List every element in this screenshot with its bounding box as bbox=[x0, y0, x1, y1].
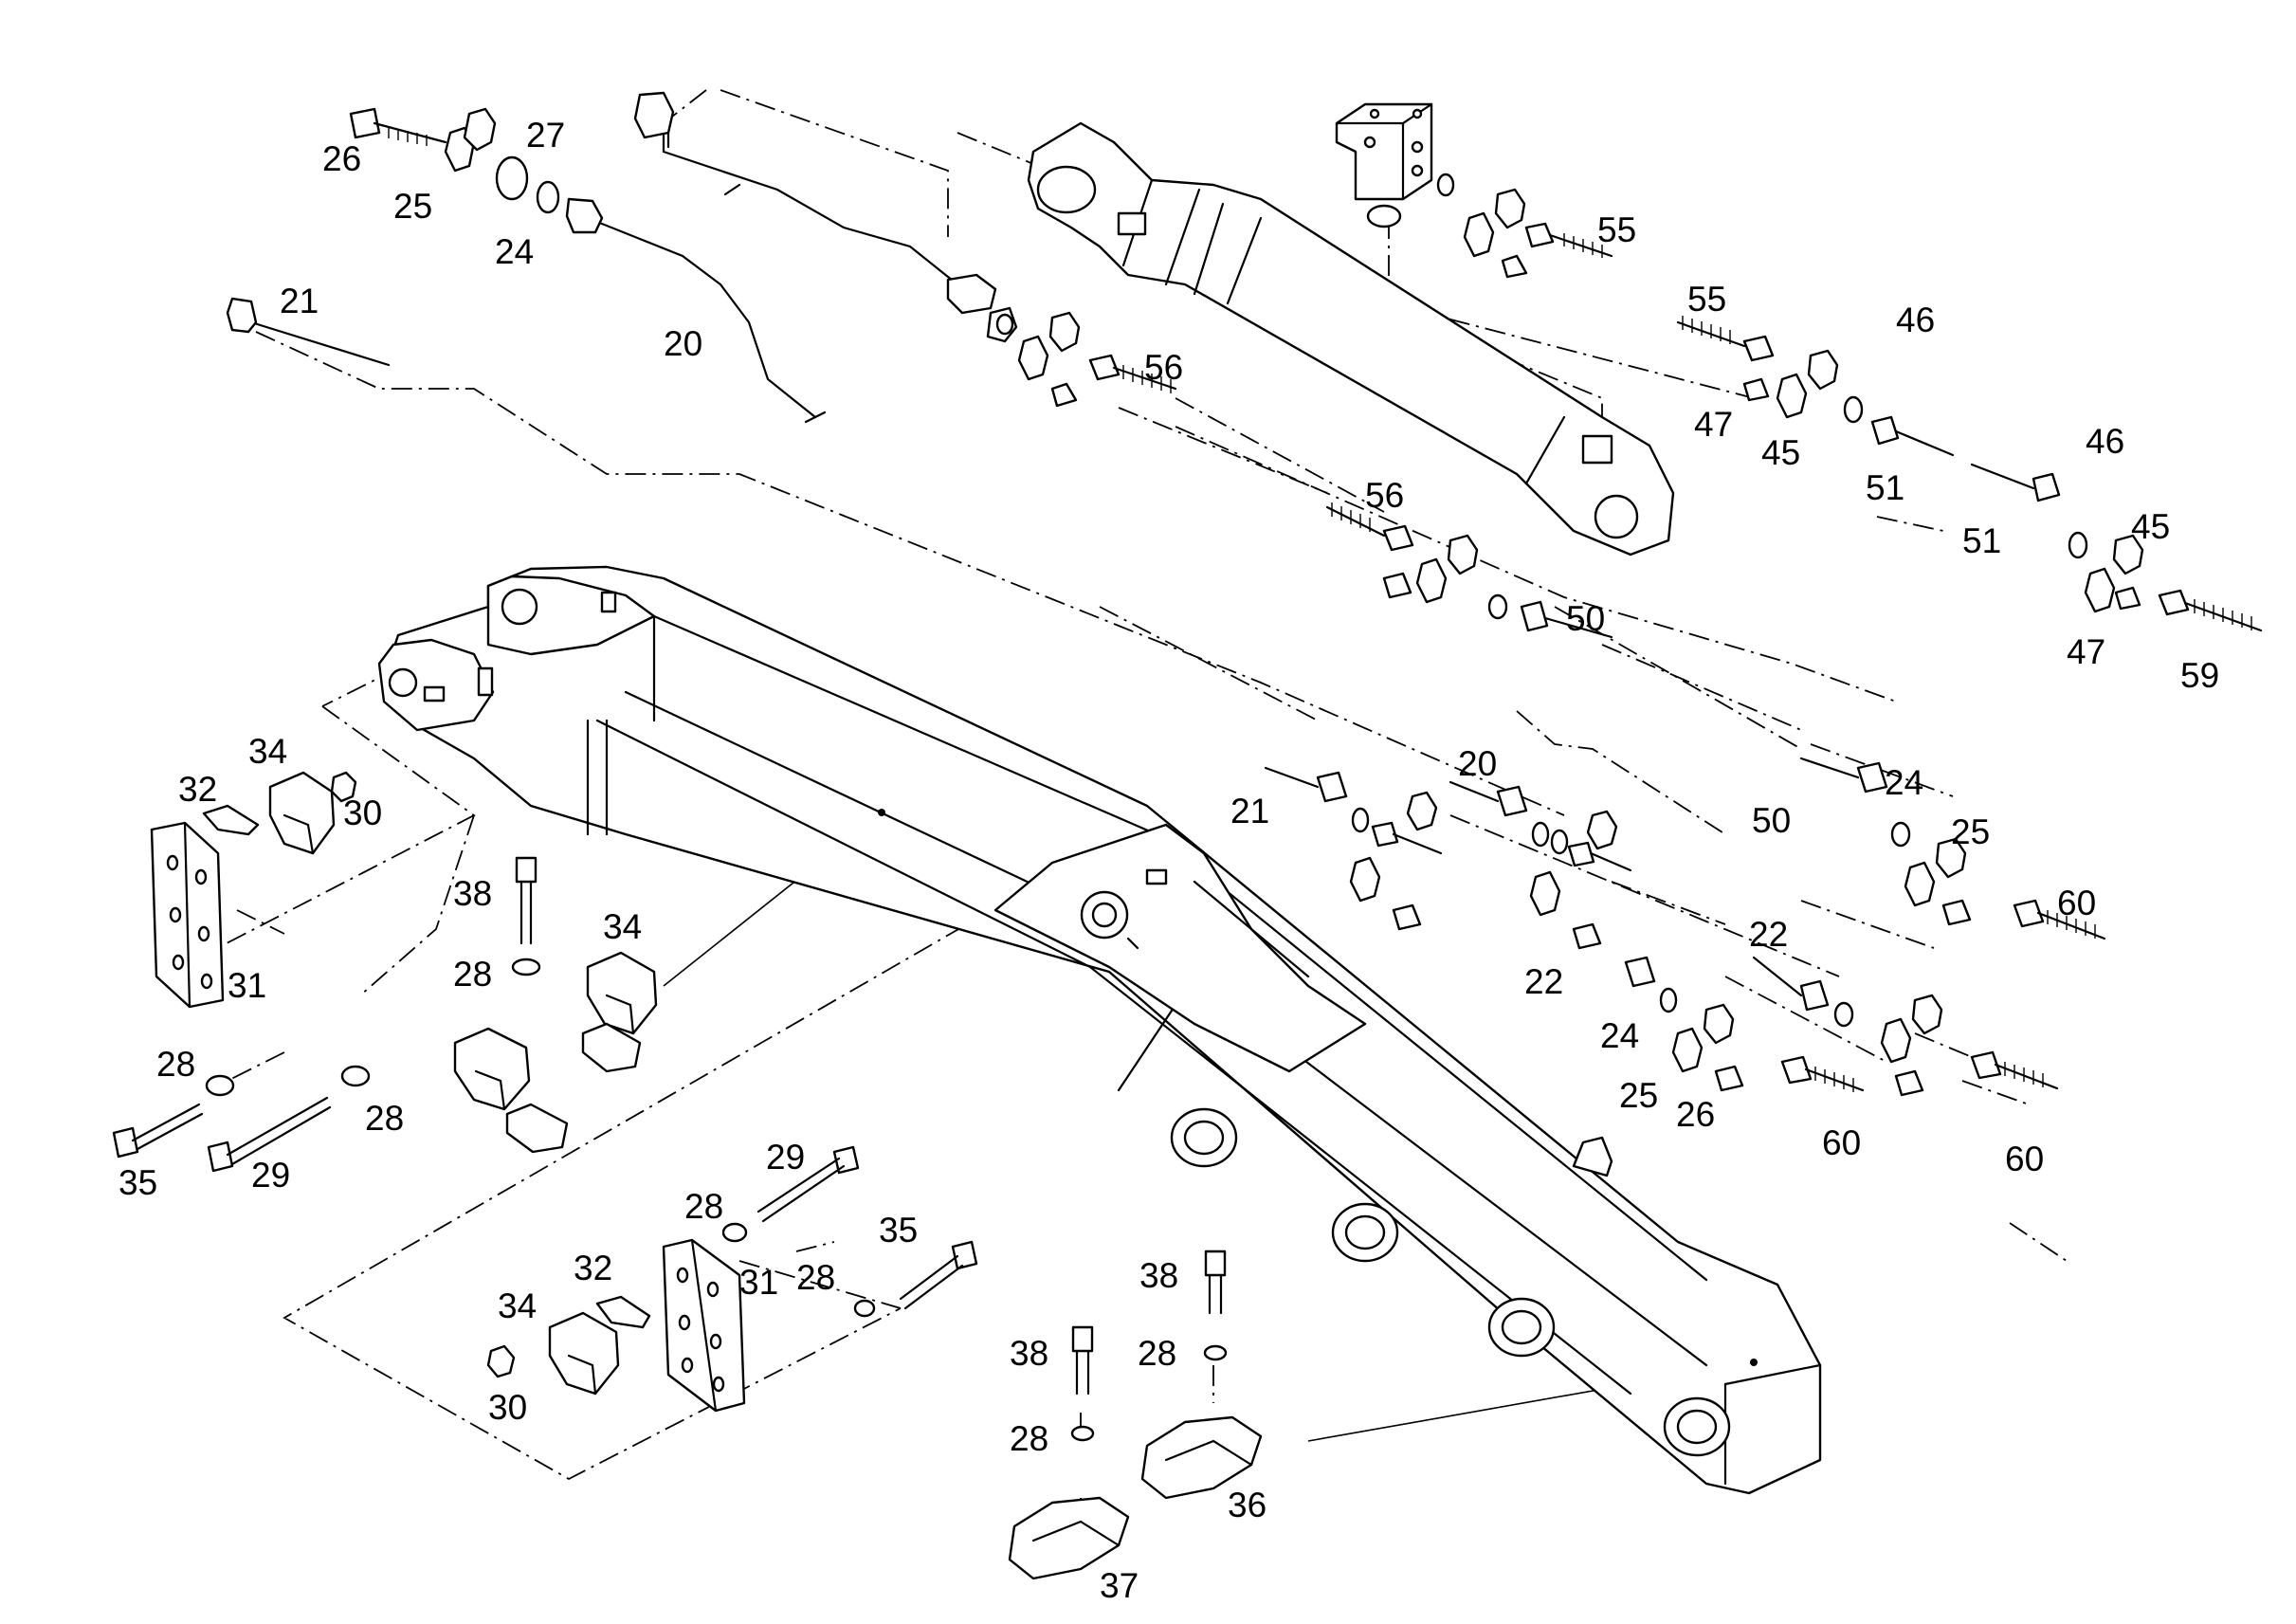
callout-45: 45 bbox=[1761, 433, 1800, 472]
callout-21: 21 bbox=[1230, 792, 1269, 830]
fittings bbox=[349, 102, 2263, 1097]
callout-20: 20 bbox=[1458, 744, 1497, 783]
callout-60: 60 bbox=[1822, 1123, 1861, 1162]
callout-29: 29 bbox=[251, 1156, 290, 1195]
callout-55: 55 bbox=[1597, 210, 1636, 249]
callout-37: 37 bbox=[1100, 1566, 1139, 1605]
callout-25: 25 bbox=[393, 187, 432, 226]
callout-21: 21 bbox=[280, 282, 319, 320]
callout-28: 28 bbox=[156, 1045, 195, 1084]
callout-31: 31 bbox=[228, 966, 266, 1005]
callout-25: 25 bbox=[1951, 812, 1990, 851]
callout-35: 35 bbox=[879, 1211, 918, 1250]
callout-labels: 26 25 27 24 21 20 55 55 56 56 46 47 45 5… bbox=[118, 116, 2219, 1605]
callout-26: 26 bbox=[1676, 1095, 1715, 1134]
callout-51: 51 bbox=[1866, 468, 1904, 507]
callout-38: 38 bbox=[453, 874, 492, 913]
callout-30: 30 bbox=[343, 794, 382, 832]
hydraulic-cylinder bbox=[1027, 121, 1675, 557]
callout-27: 27 bbox=[526, 116, 565, 155]
callout-38: 38 bbox=[1139, 1256, 1178, 1295]
callout-60: 60 bbox=[2005, 1140, 2044, 1178]
callout-46: 46 bbox=[1896, 301, 1935, 339]
callout-24: 24 bbox=[495, 232, 534, 271]
callout-29: 29 bbox=[766, 1138, 805, 1177]
callout-47: 47 bbox=[2067, 632, 2105, 671]
callout-50: 50 bbox=[1752, 801, 1791, 840]
callout-28: 28 bbox=[796, 1258, 835, 1297]
callout-38: 38 bbox=[1010, 1334, 1048, 1373]
callout-20: 20 bbox=[664, 324, 702, 363]
callout-56: 56 bbox=[1365, 476, 1404, 515]
callout-50: 50 bbox=[1566, 599, 1605, 638]
callout-28: 28 bbox=[365, 1099, 404, 1138]
callout-28: 28 bbox=[1010, 1419, 1048, 1458]
callout-32: 32 bbox=[178, 770, 217, 809]
callout-28: 28 bbox=[684, 1187, 723, 1226]
callout-51: 51 bbox=[1962, 521, 2001, 560]
callout-25: 25 bbox=[1619, 1076, 1658, 1115]
callout-32: 32 bbox=[574, 1249, 612, 1287]
callout-24: 24 bbox=[1885, 763, 1923, 802]
hydraulic-pipes bbox=[226, 91, 997, 424]
callout-24: 24 bbox=[1600, 1016, 1639, 1055]
callout-34: 34 bbox=[248, 732, 287, 771]
callout-45: 45 bbox=[2131, 507, 2170, 546]
callout-55: 55 bbox=[1687, 280, 1726, 319]
callout-26: 26 bbox=[322, 139, 361, 178]
callout-30: 30 bbox=[488, 1388, 527, 1427]
callout-34: 34 bbox=[603, 907, 642, 946]
clamp-hardware bbox=[112, 771, 1263, 1580]
callout-34: 34 bbox=[498, 1286, 537, 1325]
callout-60: 60 bbox=[2057, 884, 2096, 922]
callout-28: 28 bbox=[1138, 1334, 1176, 1373]
callout-46: 46 bbox=[2086, 422, 2124, 461]
callout-28: 28 bbox=[453, 955, 492, 994]
callout-35: 35 bbox=[118, 1163, 157, 1202]
callout-36: 36 bbox=[1228, 1486, 1266, 1524]
callout-56: 56 bbox=[1144, 348, 1183, 387]
callout-22: 22 bbox=[1749, 915, 1788, 954]
boom-arm bbox=[377, 565, 1822, 1495]
callout-47: 47 bbox=[1694, 405, 1733, 444]
callout-59: 59 bbox=[2180, 656, 2219, 695]
callout-22: 22 bbox=[1524, 962, 1563, 1001]
callout-31: 31 bbox=[739, 1263, 778, 1302]
